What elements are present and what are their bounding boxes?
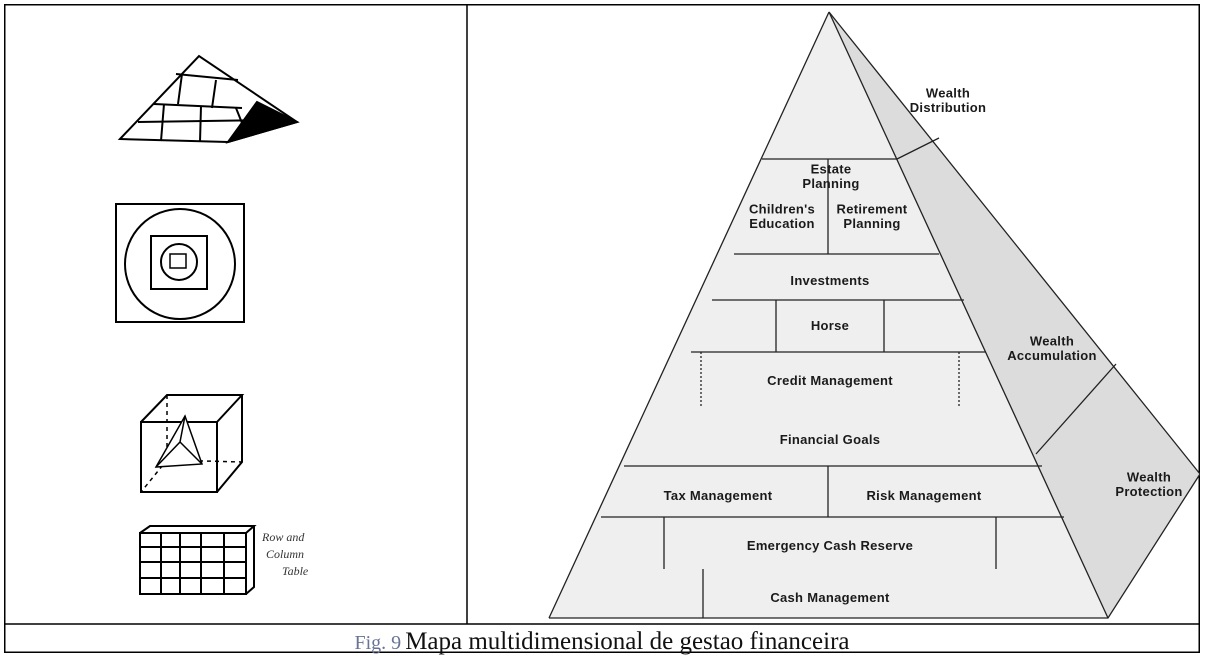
investments-label: Investments [790, 273, 869, 288]
table-borders [4, 4, 1200, 653]
cube-sketch [140, 394, 245, 493]
financial-goals-label: Financial Goals [780, 432, 881, 447]
figure-caption-text: Mapa multidimensional de gestao financei… [405, 628, 850, 655]
figure-number: Fig. 9 [354, 632, 402, 654]
emergency-cash-reserve-label: Emergency Cash Reserve [747, 538, 913, 553]
credit-management-label: Credit Management [767, 373, 893, 388]
risk-management-label: Risk Management [866, 488, 981, 503]
figure-caption: Fig. 9 Mapa multidimensional de gestao f… [4, 628, 1200, 655]
svg-text:Row and: Row and [261, 530, 305, 544]
table-note: Row and Column Table [261, 530, 309, 578]
pyramid-sketch [117, 54, 300, 144]
svg-text:Column: Column [266, 547, 304, 561]
nested-shapes-sketch [115, 203, 245, 323]
cash-management-label: Cash Management [770, 590, 890, 605]
horse-label: Horse [811, 318, 849, 333]
row-column-table-sketch [139, 525, 257, 595]
tax-management-label: Tax Management [664, 488, 773, 503]
svg-text:Table: Table [282, 564, 309, 578]
